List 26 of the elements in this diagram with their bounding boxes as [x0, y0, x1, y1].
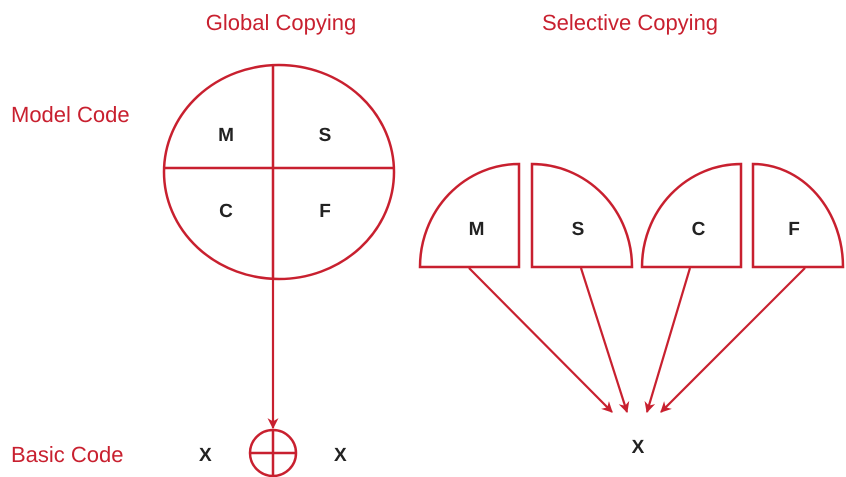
result-letter: X [606, 413, 670, 463]
segment-letter: S [572, 219, 584, 241]
quarter-circle-segment [531, 163, 633, 268]
segment-letter: M [468, 219, 484, 241]
quarter-circle-segment [752, 163, 844, 268]
circled-plus-symbol [249, 429, 297, 477]
column-heading: Global Copying [206, 12, 356, 34]
arrow [468, 267, 613, 413]
quarter-circle-segment [641, 163, 742, 268]
quadrant-letter: M [193, 114, 259, 158]
quadrant-letter: S [292, 114, 358, 158]
arrow [268, 280, 278, 430]
arrow [644, 268, 692, 414]
column-heading: Selective Copying [542, 12, 718, 34]
quarter-circle-segment [419, 163, 520, 268]
arrow [580, 268, 630, 414]
quadrant-letter: C [193, 190, 259, 234]
operand-letter: X [199, 446, 212, 465]
quadrant-letter: F [292, 190, 358, 234]
segment-letter: F [788, 219, 800, 241]
quadrant-circle [163, 64, 395, 280]
operand-letter: X [334, 446, 347, 465]
segment-letter: C [692, 219, 706, 241]
row-heading: Model Code [11, 104, 130, 126]
row-heading: Basic Code [11, 444, 124, 466]
arrow [660, 267, 806, 413]
